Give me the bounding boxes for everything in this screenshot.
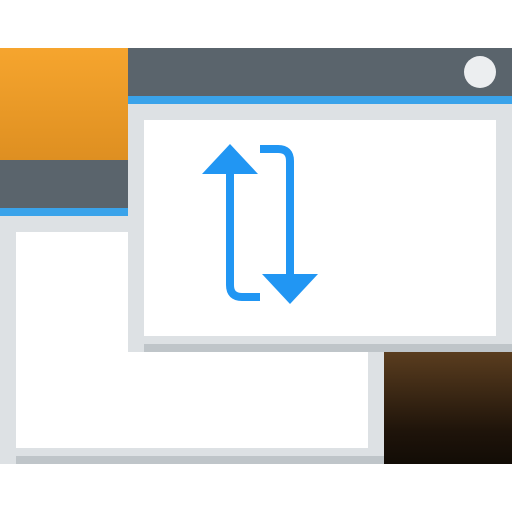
arrow-up-icon — [202, 144, 260, 301]
front-window[interactable] — [128, 48, 512, 352]
front-window-shadow — [144, 344, 512, 352]
circle-icon[interactable] — [464, 56, 496, 88]
arrow-down-icon — [260, 145, 318, 304]
swap-arrows-icon — [202, 144, 318, 304]
front-window-titlebar[interactable] — [128, 48, 512, 96]
front-window-accent-bar — [128, 96, 512, 104]
wallpaper-orange — [0, 48, 128, 160]
front-window-content — [144, 120, 496, 336]
back-window-shadow — [16, 456, 384, 464]
wallpaper-dark — [384, 352, 512, 464]
